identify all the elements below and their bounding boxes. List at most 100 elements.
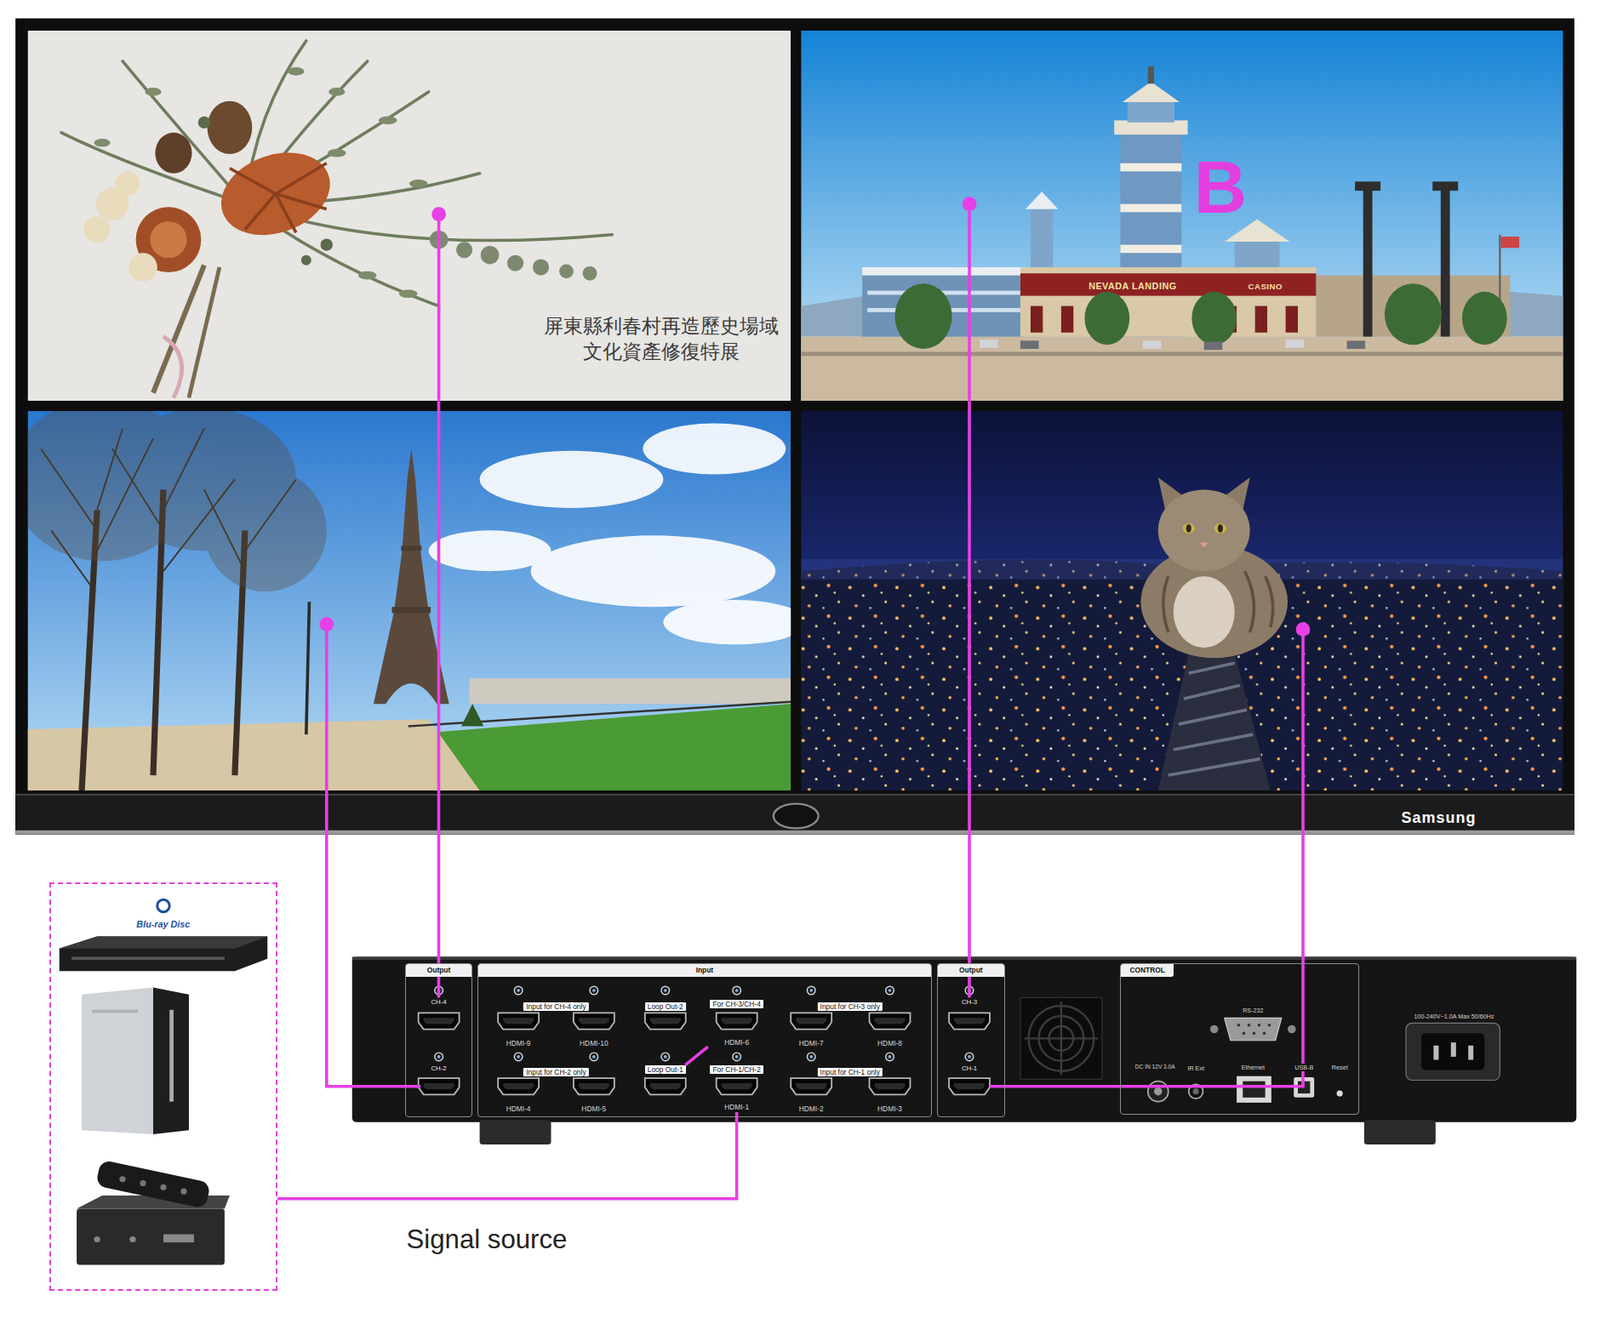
cooling-fan <box>1024 1001 1098 1075</box>
eiffel-photo <box>461 703 484 726</box>
cat-photo <box>1188 662 1235 674</box>
media-player <box>93 1236 100 1243</box>
casino-photo <box>894 283 1507 349</box>
flower-photo <box>154 132 192 174</box>
port-caption: For CH-1/CH-2 <box>709 1065 763 1075</box>
signal-cable <box>437 400 441 998</box>
flower-photo <box>582 266 598 281</box>
port-label: HDMI-1 <box>722 1102 751 1113</box>
power-inlet <box>1433 1045 1439 1061</box>
port-label: HDMI-3 <box>875 1104 904 1114</box>
flower-photo <box>93 67 428 298</box>
flower-photo <box>358 271 378 280</box>
media-player <box>76 1160 230 1266</box>
flower-photo <box>328 87 345 97</box>
media-player <box>95 1160 211 1210</box>
casino-photo <box>1148 66 1155 84</box>
cat-photo <box>1158 652 1271 791</box>
casino-photo <box>1025 191 1058 209</box>
flower-photo <box>83 171 157 281</box>
label-anchor: HDMI-10 <box>577 1034 611 1050</box>
hdmi-port <box>418 1012 460 1029</box>
rating-label: 100-240V~1.0A Max 50/60Hz <box>1411 1012 1496 1021</box>
media-player <box>129 1236 136 1243</box>
cat-photo <box>1183 685 1240 700</box>
label-anchor: HDMI-8 <box>875 1034 904 1050</box>
flower-photo <box>275 163 327 195</box>
port-caption: For CH-3/CH-4 <box>709 1000 763 1010</box>
hdmi-output-port: CH-2 <box>413 1064 465 1100</box>
flower-photo <box>399 289 418 298</box>
hdmi-port <box>716 1012 758 1029</box>
casino-photo <box>1440 188 1451 338</box>
flower-photo <box>532 258 549 275</box>
casino-photo <box>1363 188 1373 338</box>
status-led <box>661 986 670 995</box>
controller-chassis <box>1364 1120 1436 1145</box>
hdmi-input-port: For CH-3/CH-4HDMI-6 <box>702 1000 771 1047</box>
control-connector <box>1242 1081 1265 1098</box>
port-caption: Loop Out-2 <box>645 1002 686 1012</box>
eiffel-photo <box>531 535 777 607</box>
hdmi-port <box>573 1012 615 1029</box>
flower-photo <box>198 116 333 266</box>
hard-drive <box>169 1010 174 1103</box>
flower-photo <box>61 40 612 307</box>
flower-photo <box>409 179 429 189</box>
media-player <box>139 1180 146 1187</box>
casino-photo <box>1020 340 1040 349</box>
flower-photo <box>378 116 398 126</box>
hdmi-output-port: CH-4 <box>413 998 465 1034</box>
port-label: CH-4 <box>428 998 448 1007</box>
hdmi-input-port: For CH-1/CH-2HDMI-1 <box>702 1065 771 1113</box>
signal-cable <box>326 204 1303 1087</box>
control-connector <box>1252 1032 1257 1036</box>
casino-photo <box>800 352 1563 357</box>
eiffel-photo <box>428 422 792 645</box>
cat-photo <box>1186 524 1192 533</box>
hard-drive <box>153 987 189 1135</box>
status-led <box>514 986 523 995</box>
controller-chassis <box>352 956 1578 960</box>
hard-drive <box>91 1010 138 1014</box>
hdmi-output-port: CH-3 <box>943 998 995 1034</box>
control-connector <box>1148 1081 1169 1103</box>
status-led <box>514 1052 523 1062</box>
section-header: Output <box>937 964 1005 978</box>
flower-photo <box>144 87 161 97</box>
flower-photo <box>207 101 253 155</box>
control-connector <box>1242 1032 1246 1036</box>
cat-photo <box>1182 523 1195 534</box>
casino-photo <box>979 339 1304 349</box>
callout-letter: B <box>1194 150 1247 224</box>
casino-photo <box>979 339 999 349</box>
screen-caption: 屏東縣利春村再造歷史場域 文化資產修復特展 <box>539 314 783 365</box>
media-player <box>93 1234 194 1244</box>
port-caption: Input for CH-2 only <box>523 1068 589 1077</box>
connection-dot <box>319 196 1310 637</box>
eiffel-photo <box>28 719 480 791</box>
status-led <box>885 1052 895 1062</box>
sign-text: NEVADA LANDING <box>1088 281 1177 292</box>
casino-photo <box>1285 306 1298 333</box>
casino-photo <box>862 267 1026 276</box>
cat-photo <box>1173 734 1254 750</box>
flower-photo <box>115 171 141 196</box>
signal-cable <box>685 1046 709 1066</box>
label-anchor: USB-B <box>1292 1057 1315 1074</box>
port-caption: Loop Out-1 <box>645 1065 686 1075</box>
casino-photo <box>1020 273 1317 296</box>
hdmi-port <box>948 1012 990 1029</box>
signal-cable <box>326 624 421 1087</box>
power-inlet <box>1405 1022 1500 1080</box>
hdmi-port <box>948 1078 990 1095</box>
cat-photo <box>1158 489 1251 572</box>
casino-photo <box>1432 181 1458 191</box>
casino-photo <box>1030 306 1298 333</box>
power-inlet <box>1433 1042 1474 1060</box>
connection-dot <box>319 617 334 632</box>
